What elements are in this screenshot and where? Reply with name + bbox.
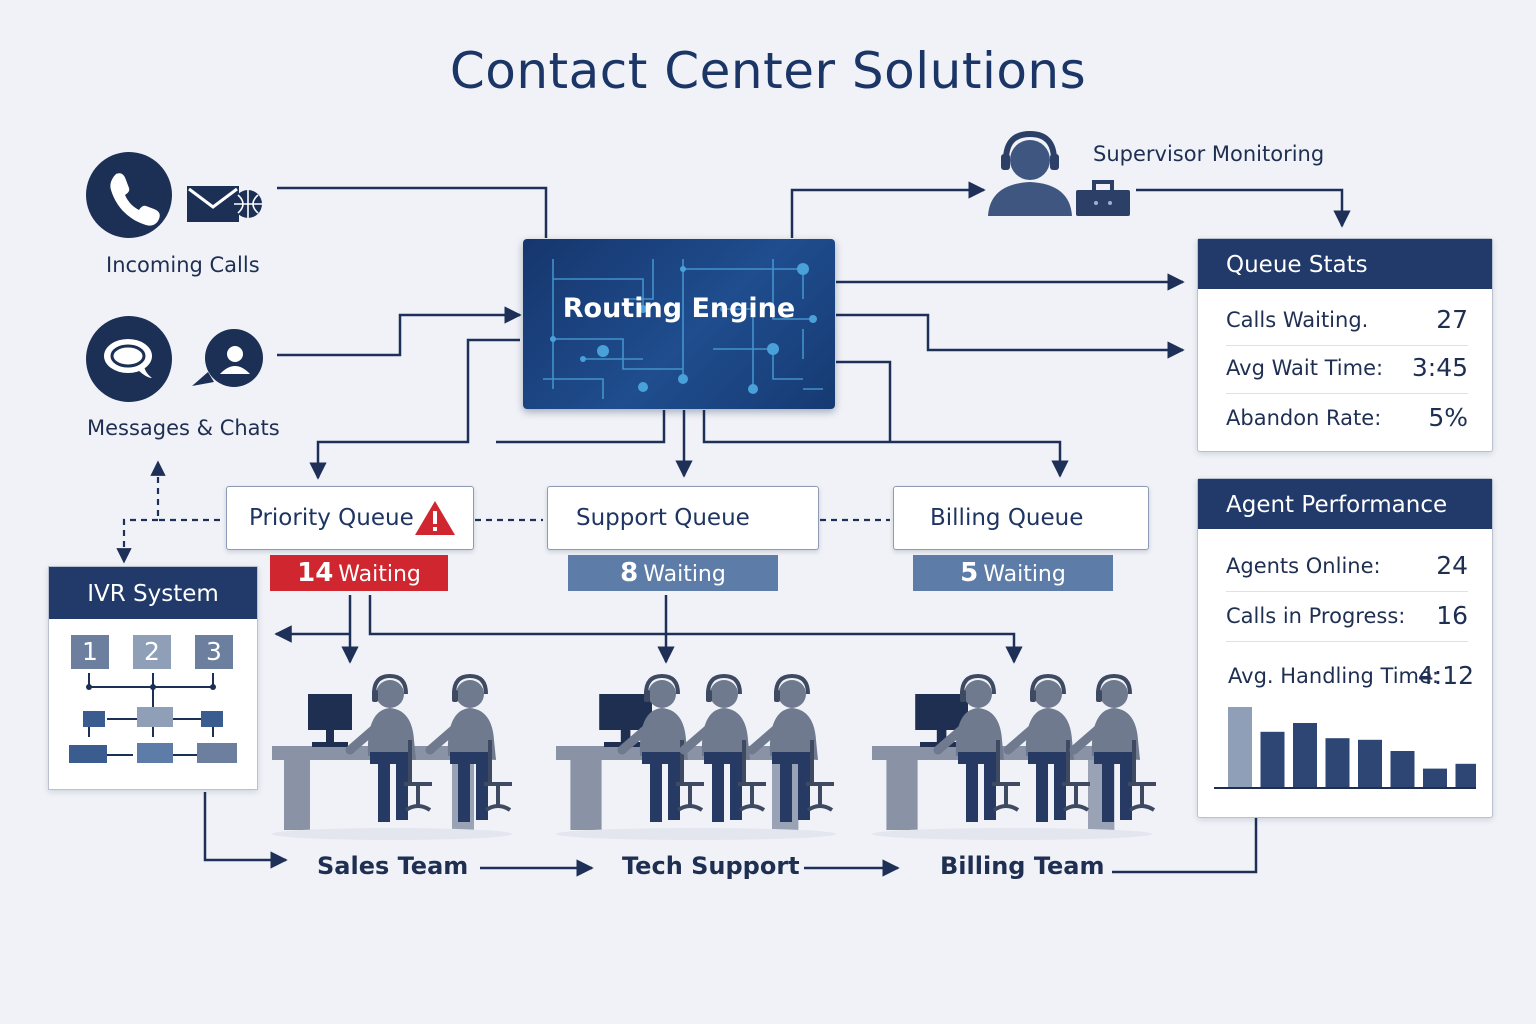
circuit-pattern (543, 259, 823, 399)
ivr-key-3: 3 (195, 635, 233, 669)
queue-name: Support Queue (576, 505, 750, 531)
chat-user-icon (186, 328, 270, 394)
stat-value: 3:45 (1411, 353, 1468, 382)
agent-performance-header: Agent Performance (1198, 479, 1492, 529)
stat-label: Calls Waiting. (1226, 308, 1369, 332)
stat-value: 27 (1436, 305, 1468, 334)
performance-bar-chart (1214, 707, 1476, 789)
ivr-key-2: 2 (133, 635, 171, 669)
sales-team-label: Sales Team (317, 852, 469, 880)
stat-label: Avg Wait Time: (1226, 356, 1384, 380)
performance-bar (1390, 751, 1415, 787)
routing-engine: Routing Engine (523, 239, 835, 409)
stat-row: Calls Waiting. 27 (1226, 299, 1468, 346)
stat-row: Calls in Progress: 16 (1226, 595, 1468, 642)
waiting-count: 5 (960, 558, 979, 588)
stat-label: Calls in Progress: (1226, 604, 1406, 628)
performance-bar (1260, 731, 1285, 787)
chat-bubble-icon (86, 316, 172, 402)
performance-bar (1228, 707, 1252, 787)
ivr-system-panel: IVR System 1 2 3 (48, 566, 258, 790)
supervisor-headset-icon (986, 128, 1136, 222)
queue-stats-panel: Queue Stats Calls Waiting. 27 Avg Wait Ti… (1197, 238, 1493, 452)
stat-row: Abandon Rate: 5% (1226, 397, 1468, 443)
stat-row: Agents Online: 24 (1226, 545, 1468, 592)
stat-label: Avg. Handling Time: (1228, 664, 1439, 688)
priority-queue[interactable]: Priority Queue (226, 486, 474, 550)
stat-label: Abandon Rate: (1226, 406, 1382, 430)
queue-name: Priority Queue (249, 505, 414, 531)
waiting-count: 8 (620, 558, 639, 588)
waiting-count: 14 (297, 558, 334, 588)
performance-bar (1358, 739, 1382, 787)
performance-bar (1293, 723, 1317, 787)
billing-team-label: Billing Team (940, 852, 1105, 880)
agent-performance-panel: Agent Performance Agents Online: 24 Calls… (1197, 478, 1493, 818)
ivr-key-1: 1 (71, 635, 109, 669)
performance-bar (1325, 738, 1350, 787)
stat-value: 16 (1436, 601, 1468, 630)
phone-icon (86, 152, 172, 238)
waiting-label: Waiting (983, 562, 1066, 587)
page-title: Contact Center Solutions (449, 42, 1087, 100)
incoming-calls-label: Incoming Calls (106, 253, 260, 277)
stat-value: 4:12 (1417, 661, 1474, 690)
queue-name: Billing Queue (930, 505, 1084, 531)
stat-row: Avg. Handling Time:4:12 (1228, 655, 1474, 701)
tech-support-label: Tech Support (622, 852, 800, 880)
queue-stats-header: Queue Stats (1198, 239, 1492, 289)
ivr-header: IVR System (49, 567, 257, 619)
performance-bar (1455, 763, 1476, 787)
messages-chats-label: Messages & Chats (87, 416, 280, 440)
billing-queue[interactable]: Billing Queue (893, 486, 1149, 550)
supervisor-monitoring-label: Supervisor Monitoring (1093, 142, 1325, 166)
stat-value: 5% (1428, 403, 1468, 432)
stat-row: Avg Wait Time: 3:45 (1226, 347, 1468, 394)
agent-team-illustrations (272, 640, 1536, 840)
stat-label: Agents Online: (1226, 554, 1381, 578)
email-icon (186, 182, 266, 230)
waiting-label: Waiting (338, 562, 421, 587)
support-queue[interactable]: Support Queue (547, 486, 819, 550)
stat-value: 24 (1436, 551, 1468, 580)
performance-bar (1423, 768, 1447, 787)
alert-triangle-icon (415, 501, 455, 535)
ivr-flow-diagram (69, 673, 237, 763)
routing-engine-label: Routing Engine (562, 293, 796, 324)
waiting-label: Waiting (643, 562, 726, 587)
